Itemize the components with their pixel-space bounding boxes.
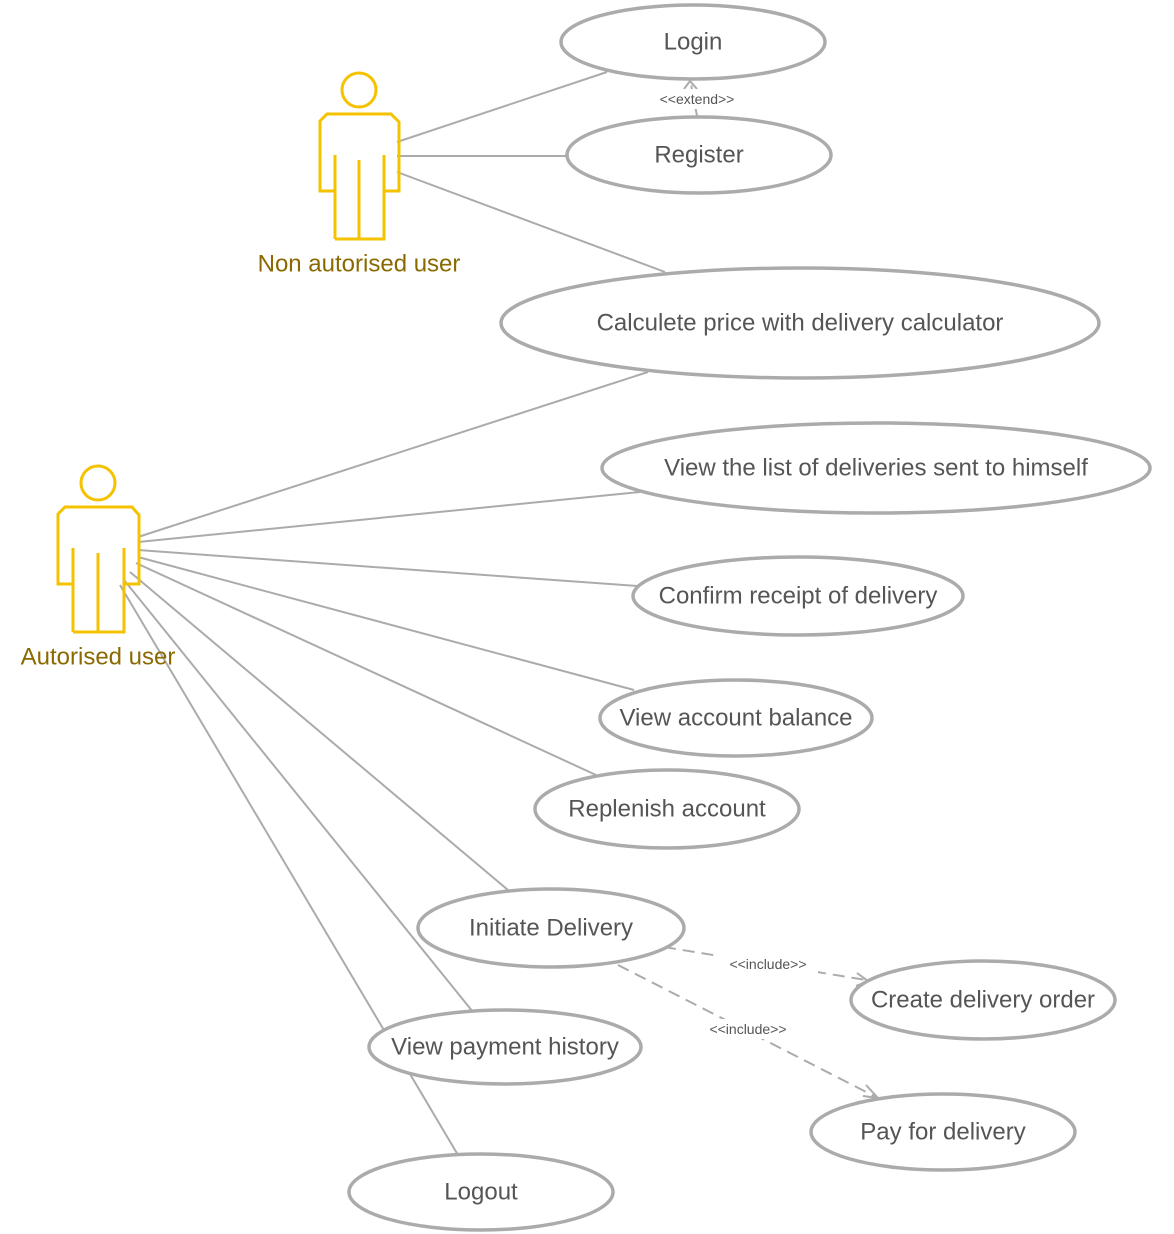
actor-authorised-user[interactable]: Autorised user (21, 464, 176, 671)
use-case-logout-label: Logout (444, 1179, 518, 1206)
use-case-view-balance-label: View account balance (619, 705, 852, 732)
association-non-auth-login (396, 71, 608, 143)
use-case-create-delivery-order[interactable]: Create delivery order (849, 959, 1117, 1041)
association-auth-confirm-receipt (137, 549, 638, 587)
use-case-view-payment-history[interactable]: View payment history (367, 1008, 643, 1086)
include-pay-stereotype-label: <<include>> (709, 1021, 786, 1037)
use-case-create-delivery-order-label: Create delivery order (871, 987, 1095, 1014)
extend-stereotype-label: <<extend>> (660, 91, 735, 107)
association-non-auth-calculate (396, 171, 666, 273)
use-case-view-payment-history-label: View payment history (391, 1034, 619, 1061)
association-auth-replenish (135, 562, 597, 776)
include-create-stereotype-label: <<include>> (729, 956, 806, 972)
use-case-calculate-price[interactable]: Calculete price with delivery calculator (499, 266, 1101, 380)
use-case-initiate-delivery-label: Initiate Delivery (469, 915, 633, 942)
use-case-view-deliveries[interactable]: View the list of deliveries sent to hims… (600, 421, 1152, 515)
association-auth-calculate (137, 371, 649, 538)
actor-authorised-user-label: Autorised user (21, 644, 176, 671)
use-case-pay-for-delivery-label: Pay for delivery (860, 1119, 1025, 1146)
association-auth-initiate-delivery (129, 571, 509, 891)
association-auth-view-balance (137, 556, 635, 691)
use-case-confirm-receipt-label: Confirm receipt of delivery (659, 583, 938, 610)
use-case-logout[interactable]: Logout (347, 1152, 615, 1232)
use-case-login-label: Login (664, 29, 723, 56)
use-case-view-deliveries-label: View the list of deliveries sent to hims… (664, 455, 1088, 482)
use-case-login[interactable]: Login (559, 3, 827, 81)
use-case-view-balance[interactable]: View account balance (598, 678, 874, 758)
use-case-calculate-price-label: Calculete price with delivery calculator (597, 310, 1004, 337)
actor-person-icon (318, 71, 401, 241)
use-case-register-label: Register (654, 142, 743, 169)
use-case-replenish-account[interactable]: Replenish account (533, 768, 801, 850)
association-auth-view-deliveries (137, 491, 641, 543)
use-case-initiate-delivery[interactable]: Initiate Delivery (416, 887, 686, 969)
actor-person-icon (56, 464, 141, 634)
extend-arrowhead (683, 79, 698, 90)
actor-non-authorised-user[interactable]: Non autorised user (258, 71, 461, 278)
association-auth-payment-history (123, 579, 474, 1013)
use-case-pay-for-delivery[interactable]: Pay for delivery (809, 1092, 1077, 1172)
use-case-register[interactable]: Register (565, 115, 833, 195)
use-case-confirm-receipt[interactable]: Confirm receipt of delivery (631, 555, 965, 637)
use-case-replenish-account-label: Replenish account (568, 796, 766, 823)
actor-non-authorised-user-label: Non autorised user (258, 251, 461, 278)
